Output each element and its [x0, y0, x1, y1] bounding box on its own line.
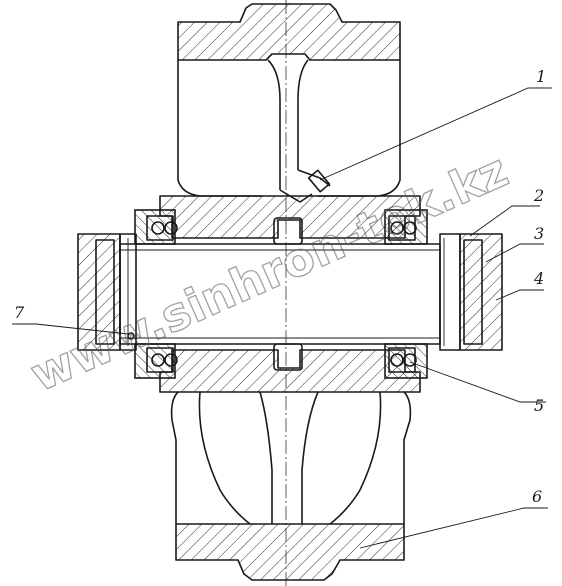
bearing-right-bottom: [384, 343, 428, 379]
bearing-left-bottom: [134, 343, 178, 379]
bearing-left-top: [134, 209, 178, 245]
callout-5: 5: [534, 396, 544, 415]
callout-7: 7: [14, 303, 25, 322]
callout-3: 3: [534, 224, 544, 243]
callout-6: 6: [532, 487, 542, 506]
callout-2: 2: [533, 186, 544, 205]
wheel-body-bottom: [170, 391, 412, 525]
bearing-right-top: [384, 209, 428, 245]
wheel-body-top: [177, 59, 401, 203]
wheel-rim-bottom: [175, 523, 405, 581]
axle-bracket-right: [439, 233, 503, 351]
hub-section: [159, 195, 421, 393]
callout-labels: 1 2 3 4 5 6 7: [14, 67, 546, 506]
callout-1: 1: [536, 67, 546, 86]
leader-lines: [12, 87, 552, 549]
wheel-rim-top: [177, 3, 401, 61]
callout-4: 4: [533, 269, 544, 288]
